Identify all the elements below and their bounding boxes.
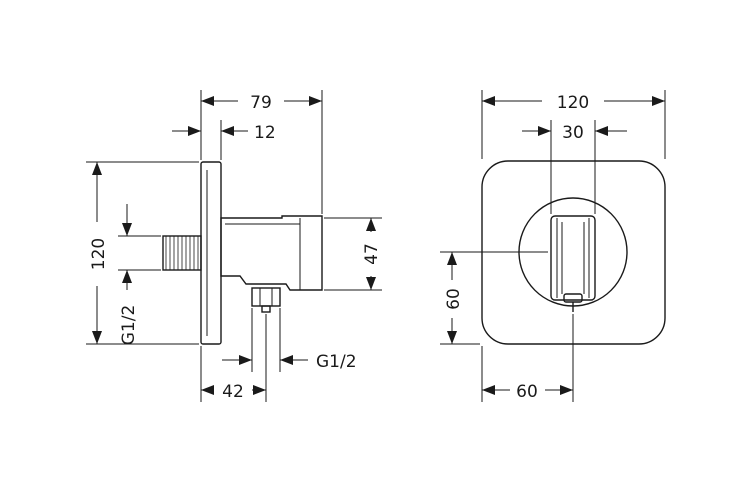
front-view: 120 30 60 60 xyxy=(440,90,666,402)
outlet-nut xyxy=(251,287,281,313)
dim-outlet-thread: G1/2 xyxy=(316,352,357,372)
dim-outlet-height: 47 xyxy=(362,243,382,265)
dim-inlet-thread: G1/2 xyxy=(119,305,139,346)
dim-center-width: 60 xyxy=(516,382,538,402)
dim-flange-thickness: 12 xyxy=(254,123,276,143)
dim-flange-height: 120 xyxy=(89,238,109,270)
dim-outlet-offset: 42 xyxy=(222,382,244,402)
dim-plate-width: 120 xyxy=(557,93,589,113)
flange-profile xyxy=(200,161,222,345)
side-view: 79 12 120 G1/2 47 xyxy=(86,90,382,402)
dim-overall-depth: 79 xyxy=(250,93,272,113)
inlet-thread xyxy=(162,235,202,271)
elbow-body xyxy=(220,215,323,291)
dim-center-height: 60 xyxy=(444,288,464,310)
shower-holder xyxy=(550,215,596,312)
dim-holder-width: 30 xyxy=(562,123,584,143)
